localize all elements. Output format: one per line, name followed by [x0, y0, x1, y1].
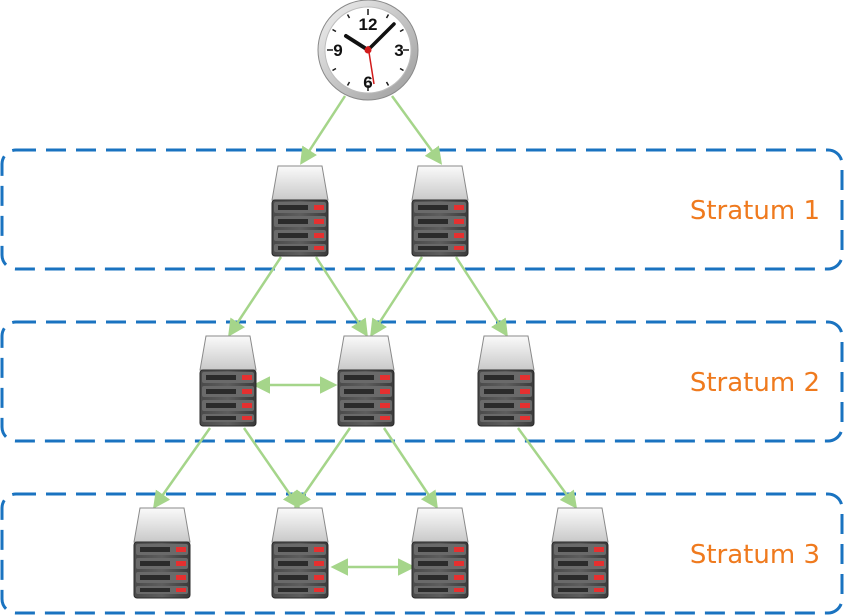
- stratum-2-label: Stratum 2: [690, 368, 820, 398]
- clock-icon: 12 3 6 9: [317, 0, 419, 101]
- server-rack-icon: [271, 507, 329, 599]
- stratum-2-box: [0, 320, 844, 443]
- server-rack-icon: [411, 165, 469, 257]
- server-rack-icon: [477, 335, 535, 427]
- arrow-s2a-to-s3b: [242, 427, 300, 509]
- stratum-3-label: Stratum 3: [690, 540, 820, 570]
- arrow-s2b-to-s3c: [382, 427, 438, 509]
- server-rack-icon: [199, 335, 257, 427]
- arrow-s2a-to-s3a: [152, 427, 212, 509]
- server-rack-icon: [551, 507, 609, 599]
- clock-numeral-3: 3: [394, 41, 403, 60]
- server-rack-icon: [337, 335, 395, 427]
- arrow-s1b-to-s2c: [454, 256, 508, 337]
- server-rack-icon: [271, 165, 329, 257]
- clock-minute-hand: [366, 22, 396, 52]
- arrow-s2b-to-s3b: [294, 427, 352, 509]
- connections: [152, 95, 578, 576]
- stratum-1-label: Stratum 1: [690, 196, 820, 226]
- stratum-1-box: [0, 148, 844, 271]
- arrow-s2c-to-s3d: [516, 427, 578, 509]
- arrow-s1a-to-s2a: [228, 256, 283, 337]
- server-rack-icon: [411, 507, 469, 599]
- arrow-clock-to-s1a: [300, 95, 347, 165]
- arrow-s1a-to-s2b: [314, 256, 368, 337]
- arrow-clock-to-s1b: [390, 95, 443, 165]
- clock-hour-hand: [344, 34, 370, 52]
- clock-numeral-12: 12: [359, 15, 378, 34]
- clock-numeral-9: 9: [333, 41, 342, 60]
- arrow-s1b-to-s2b: [370, 256, 424, 337]
- clock-numeral-6: 6: [363, 73, 372, 92]
- server-rack-icon: [133, 507, 191, 599]
